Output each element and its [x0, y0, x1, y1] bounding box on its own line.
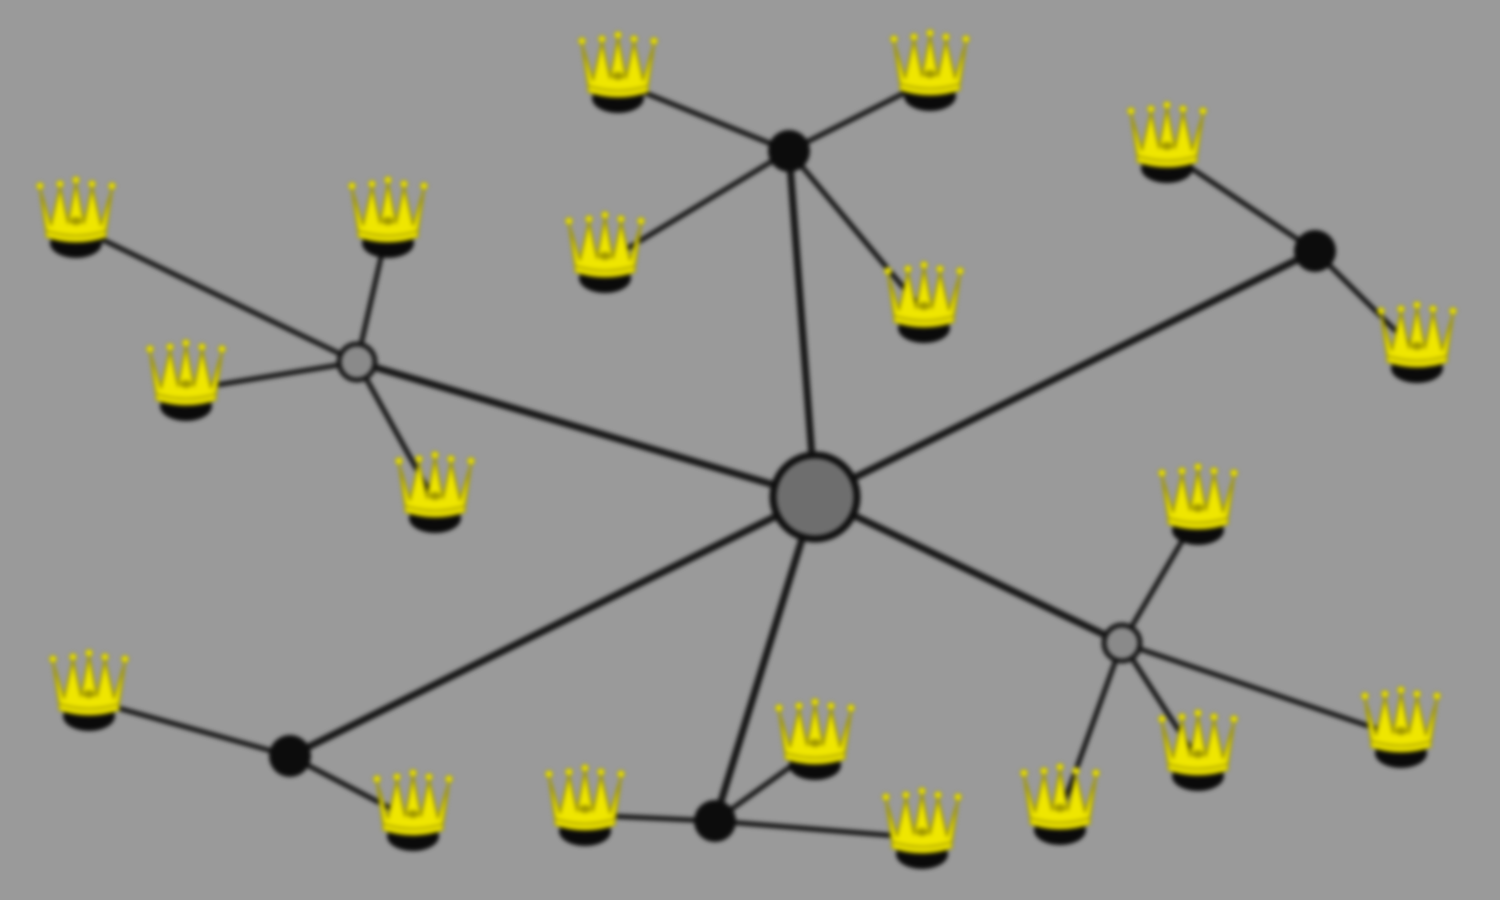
edge-hub-j-top [785, 147, 819, 501]
crown-icon-j-right-top-2 [1377, 301, 1457, 383]
dot-node-icon-j-top [768, 130, 810, 172]
edge-j-right-bottom-leaf-4 [1057, 640, 1125, 817]
dot-node-icon-j-bottom [694, 800, 736, 842]
crown-icon-j-right-top-1 [1127, 101, 1207, 183]
edge-j-bottom-leaf-3 [712, 818, 925, 841]
edge-j-top-leaf-4 [786, 148, 927, 315]
crown-icon-j-right-bottom-4 [1020, 763, 1100, 845]
dot-node-icon-j-bottom-left [269, 735, 311, 777]
nodes [36, 29, 1457, 869]
crown-icon-j-right-bottom-3 [1158, 709, 1238, 791]
dot-node-icon-j-right-bottom [1101, 622, 1143, 664]
crown-icon-j-right-bottom-1 [1158, 463, 1238, 545]
circle-node-icon [769, 451, 861, 543]
crown-icon-j-top-4 [884, 261, 964, 343]
crown-icon-j-bottom-1 [775, 698, 855, 780]
edge-j-left-leaf-1 [73, 224, 360, 365]
edge-j-right-bottom-leaf-2 [1119, 640, 1404, 740]
edge-hub-j-right-bottom [811, 493, 1126, 647]
crown-icon-j-bottom-left-1 [49, 649, 129, 731]
crown-icon-j-bottom-2 [545, 764, 625, 846]
edge-j-bottom-left-leaf-1 [86, 697, 293, 759]
crown-icon-j-top-2 [890, 29, 970, 111]
dot-node-icon-j-left [336, 341, 378, 383]
graph-layer [36, 29, 1457, 869]
edge-hub-j-left [353, 358, 819, 501]
crown-icon-j-bottom-left-2 [373, 769, 453, 851]
crown-icon-j-left-2 [348, 176, 428, 258]
crown-icon-j-left-3 [146, 339, 226, 421]
edges [73, 77, 1420, 841]
edge-hub-j-bottom [711, 493, 819, 825]
crown-icon-j-top-3 [565, 211, 645, 293]
dot-node-icon-j-right-top [1294, 230, 1336, 272]
edge-hub-j-right-top [811, 247, 1319, 501]
edge-j-top-leaf-1 [615, 79, 792, 154]
crown-icon-j-top-1 [578, 31, 658, 113]
crown-icon-j-left-4 [395, 451, 475, 533]
edge-hub-j-bottom-left [286, 493, 819, 760]
crown-icon-j-right-bottom-2 [1361, 686, 1441, 768]
crown-icon-j-left-1 [36, 176, 116, 258]
crown-icon-j-bottom-3 [882, 787, 962, 869]
